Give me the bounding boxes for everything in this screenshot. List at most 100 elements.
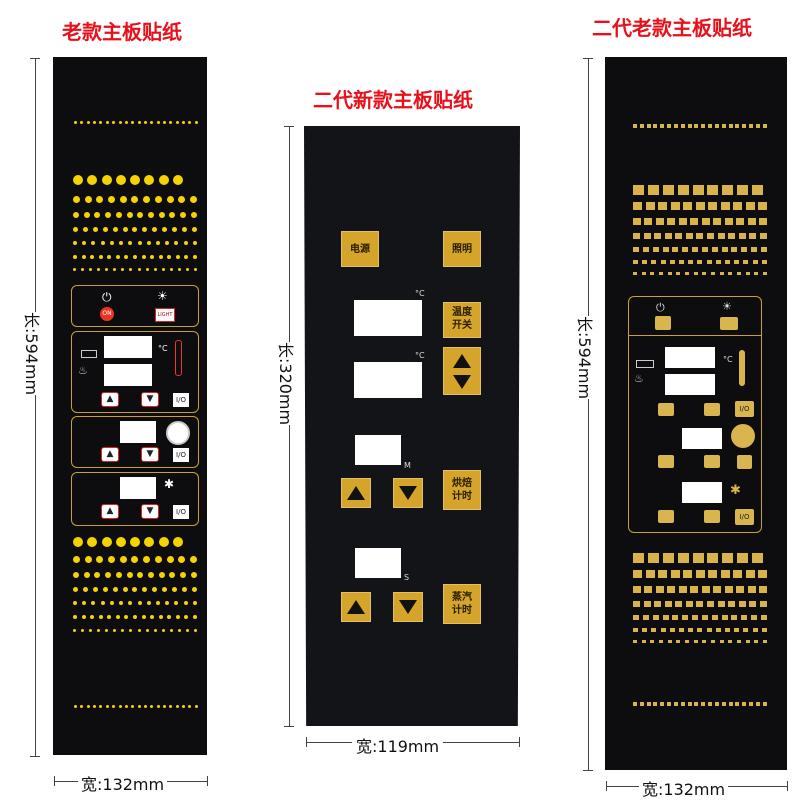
- right-square-row: [633, 202, 767, 210]
- middle-width-label: 宽:119mm: [352, 733, 444, 757]
- right-timer-down-button[interactable]: [704, 455, 720, 468]
- middle-bake-timer-button[interactable]: [443, 470, 481, 510]
- left-dot-row-bottom: [73, 587, 197, 592]
- left-timer-frame: [71, 416, 199, 468]
- left-io-button-2[interactable]: I/O: [173, 448, 189, 462]
- title-old-board: 老款主板贴纸: [62, 20, 182, 44]
- left-dot-row-bottom: [73, 572, 197, 578]
- left-temp-display-2: [104, 364, 152, 386]
- arrow-up-icon: [453, 354, 471, 368]
- middle-temp-switch-button[interactable]: [443, 302, 481, 338]
- right-temp-up-button[interactable]: [658, 403, 674, 416]
- middle-length-line: [289, 126, 290, 726]
- left-timer-down-button[interactable]: ▼: [141, 447, 159, 462]
- left-temp-up-button[interactable]: ▲: [101, 392, 119, 407]
- right-square-row: [633, 260, 767, 264]
- right-timer-up-button[interactable]: [658, 455, 674, 468]
- left-temperature-frame: [71, 331, 199, 413]
- right-length-tick-top: [583, 58, 593, 59]
- title-second-gen-old-board: 二代老款主板贴纸: [592, 16, 752, 40]
- left-dot-row-bottom: [73, 615, 197, 619]
- middle-length-tick-top: [284, 126, 294, 127]
- left-width-tick-left: [54, 776, 55, 786]
- right-square-row: [633, 247, 767, 252]
- arrow-down-icon: [399, 486, 417, 500]
- right-steam-down-button[interactable]: [704, 510, 720, 523]
- middle-lighting-label: 照明: [452, 244, 472, 255]
- right-io-label-1: I/O: [739, 405, 750, 413]
- right-display-4: [682, 482, 722, 503]
- left-dot-row-bottom: [73, 601, 197, 605]
- arrow-down-icon: [453, 375, 471, 389]
- left-dot-row-bottom: [73, 629, 197, 632]
- right-square-row-bottom: [633, 601, 767, 607]
- right-light-button[interactable]: [720, 317, 738, 330]
- right-square-row: [633, 218, 767, 225]
- arrow-up-icon: [347, 600, 365, 614]
- right-control-frame: [628, 296, 762, 533]
- left-dot-row: [73, 175, 183, 185]
- light-button[interactable]: LIGHT: [155, 308, 175, 322]
- clock-icon: [731, 424, 755, 448]
- steam-icon: ✱: [164, 477, 175, 491]
- right-square-row: [633, 185, 763, 195]
- right-length-tick-bottom: [583, 770, 593, 771]
- flame-icon: ♨: [634, 372, 644, 385]
- left-length-tick-bottom: [30, 756, 40, 757]
- clock-icon: [166, 421, 190, 445]
- right-width-label: 宽:132mm: [639, 776, 729, 800]
- left-steam-up-button[interactable]: ▲: [101, 504, 119, 519]
- middle-celsius-unit-1: °C: [415, 289, 425, 298]
- right-width-tick-left: [606, 781, 607, 791]
- right-square-row-bottom: [633, 628, 767, 632]
- left-temp-display-1: [104, 336, 152, 358]
- right-square-row-bottom: [633, 640, 767, 643]
- lightbulb-icon: ☀: [722, 300, 732, 313]
- right-square-row-top: [633, 124, 767, 128]
- left-power-light-frame: [71, 285, 199, 327]
- left-steam-display: [120, 477, 156, 499]
- middle-width-tick-left: [306, 737, 307, 747]
- left-width-tick-right: [207, 776, 208, 786]
- left-dot-row-very-bottom: [74, 705, 198, 708]
- middle-lighting-button[interactable]: [443, 231, 481, 267]
- left-timer-up-button[interactable]: ▲: [101, 447, 119, 462]
- middle-steam-timer-label: 蒸汽 计时: [452, 592, 472, 616]
- middle-power-button[interactable]: [341, 231, 379, 267]
- arrow-up-icon: [347, 486, 365, 500]
- middle-display-1: [354, 300, 422, 336]
- middle-display-2: [354, 362, 422, 398]
- title-second-gen-new-board: 二代新款主板贴纸: [313, 88, 473, 112]
- right-square-row-bottom: [633, 553, 763, 563]
- left-temp-down-button[interactable]: ▼: [141, 392, 159, 407]
- right-io-button-2[interactable]: [737, 455, 752, 469]
- right-temp-down-button[interactable]: [704, 403, 720, 416]
- middle-display-3: [355, 435, 401, 465]
- middle-steam-timer-button[interactable]: [443, 584, 481, 624]
- left-io-button-1[interactable]: I/O: [173, 393, 189, 407]
- right-io-label-3: I/O: [739, 513, 750, 521]
- left-width-label: 宽:132mm: [78, 771, 168, 795]
- right-io-button-3[interactable]: [735, 509, 754, 525]
- left-dot-row-bottom: [73, 556, 197, 563]
- left-dot-row-bottom: [73, 537, 183, 547]
- right-frame-divider: [628, 335, 762, 336]
- right-square-row-bottom: [633, 570, 767, 578]
- right-square-row-bottom: [633, 586, 767, 593]
- right-io-button-1[interactable]: [735, 401, 754, 417]
- left-dot-row: [73, 268, 197, 271]
- power-icon: ⏻: [656, 301, 665, 314]
- left-celsius-unit: °C: [158, 344, 168, 353]
- left-steam-down-button[interactable]: ▼: [141, 504, 159, 519]
- right-display-1: [665, 347, 715, 368]
- right-sticker-panel: [605, 57, 787, 770]
- right-power-button[interactable]: [655, 316, 671, 330]
- left-io-button-3[interactable]: I/O: [173, 505, 189, 519]
- arrow-down-icon: [399, 600, 417, 614]
- right-steam-up-button[interactable]: [658, 510, 674, 523]
- steam-icon: ✱: [730, 483, 741, 498]
- power-on-button[interactable]: ON: [100, 307, 114, 321]
- right-square-row-very-bottom: [633, 702, 767, 706]
- middle-length-tick-bottom: [284, 726, 294, 727]
- left-indicator-rect: [81, 350, 97, 358]
